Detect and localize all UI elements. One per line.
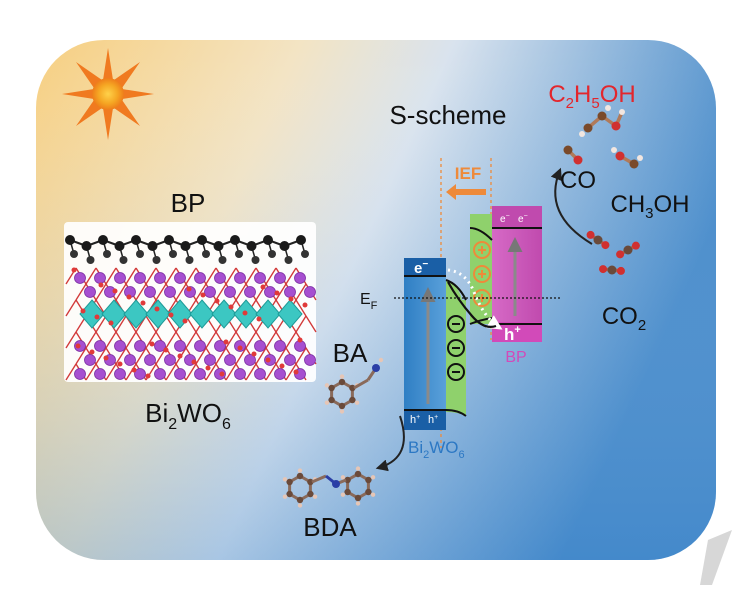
ief-label: IEF (455, 164, 481, 183)
bp-electron-label-2: e− (518, 213, 528, 225)
bp-hole-label: h+ (504, 324, 521, 344)
bw-hole-label-1: h+ (410, 414, 420, 426)
gas-molecules-icon (563, 105, 643, 275)
ief-arrowhead-icon (446, 184, 456, 200)
s-scheme-title: S-scheme (389, 100, 506, 130)
co2-label: CO2 (602, 303, 646, 334)
bda-label: BDA (303, 512, 357, 542)
co-label: CO (560, 167, 596, 194)
corner-decoration (700, 530, 732, 585)
charge-transfer-curve (447, 281, 497, 328)
crystal-structure-icon (64, 222, 317, 382)
background-shade (36, 40, 716, 560)
ch3oh-label: CH3OH (610, 191, 689, 222)
bp-band (469, 206, 542, 342)
bi2wo6-band (404, 258, 446, 430)
ba-to-bda-arrow-icon (375, 415, 405, 472)
bw-hole-label-2: h+ (428, 414, 438, 426)
c2h5oh-label: C2H5OH (548, 81, 635, 112)
ba-label: BA (333, 338, 368, 368)
bp-electron-label-1: e− (500, 213, 510, 225)
ba-molecule-icon (324, 357, 384, 414)
bda-molecule-icon (282, 466, 376, 508)
co2-reduction-arrow-icon (550, 167, 593, 245)
bp-title: BP (171, 188, 206, 218)
sun-icon (62, 48, 154, 140)
bp-band-label: BP (505, 349, 526, 366)
bi2wo6-band-label: Bi2WO6 (408, 438, 465, 461)
bw-electron-label: e− (414, 259, 428, 277)
negative-charges (447, 315, 465, 381)
bi2wo6-title: Bi2WO6 (145, 398, 231, 433)
fermi-level-label: EF (360, 291, 378, 312)
